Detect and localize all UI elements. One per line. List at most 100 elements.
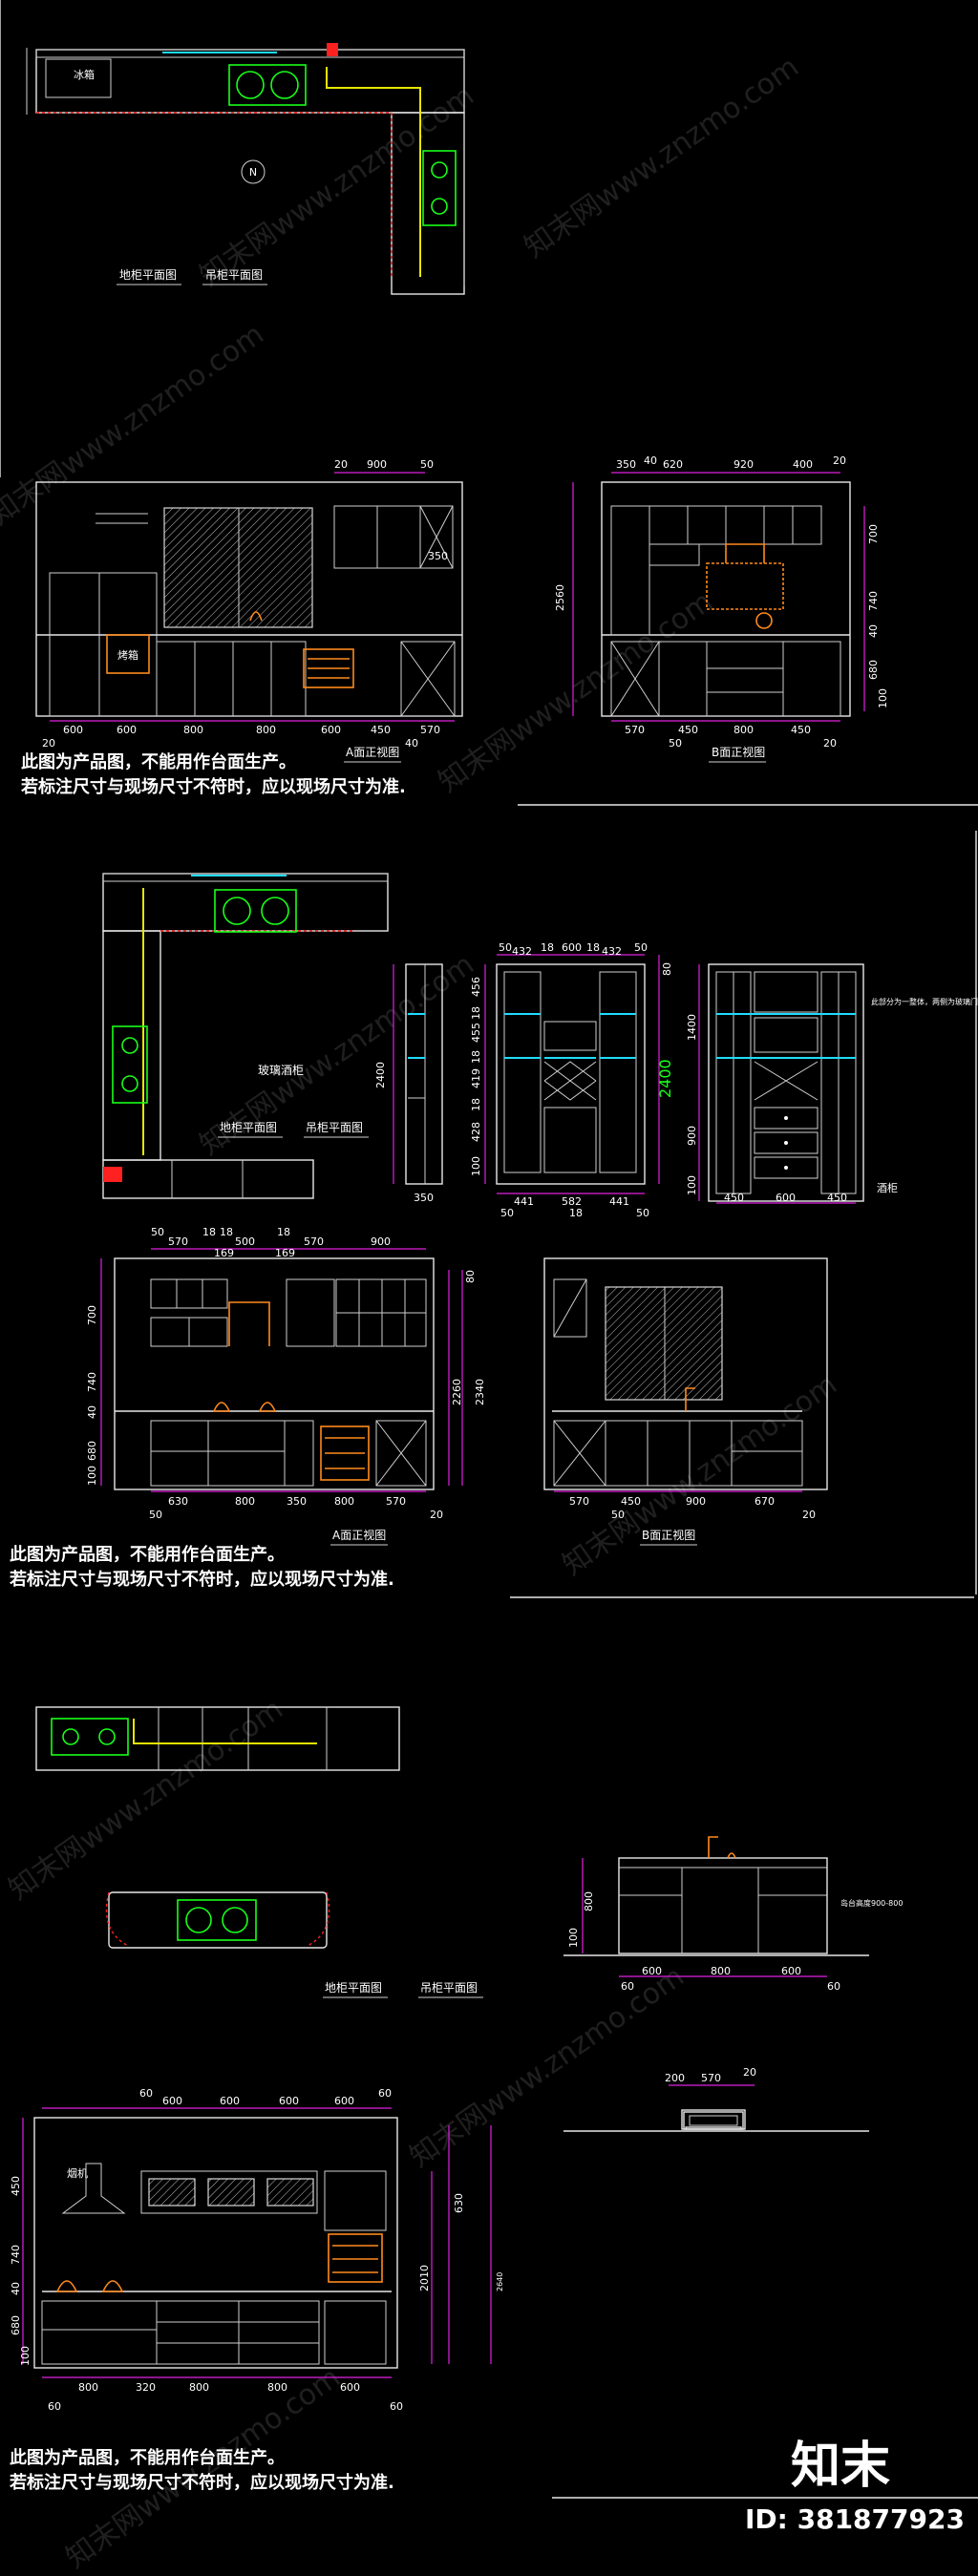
dim: 600 [162,2095,182,2107]
dim: 740 [867,591,880,611]
dim: 680 [867,660,880,680]
wine-cabinet-side: 2400 350 [374,963,443,1204]
cooktop [422,150,457,226]
dim: 20 [430,1509,443,1521]
dim: 2260 [451,1379,463,1405]
dim: 600 [642,1965,662,1977]
dim: 200 [665,2072,685,2084]
dim: 600 [776,1192,796,1204]
dim: 60 [827,1980,840,1993]
dim: 456 [470,977,482,997]
floor-plan-label: 地柜平面图 [220,1121,277,1134]
dim: 50 [151,1226,164,1238]
dim: 570 [304,1235,324,1248]
dim: 432 [512,945,532,958]
dim: 40 [644,454,657,467]
range-hood-label: 烟机 [67,2166,88,2180]
floor-plan-label: 地柜平面图 [325,1981,382,1995]
dim: 18 [541,941,554,954]
island-note: 岛台高度900-800 [840,1898,903,1908]
dim: 570 [386,1495,406,1508]
b-elevation-1: 2560 700 740 40 680 100 350 40 620 920 4… [554,454,889,763]
dim: 570 [569,1495,589,1508]
dim: 900 [686,1126,698,1146]
note-line-1: 此图为产品图，不能用作台面生产。 [10,2448,285,2468]
dim: 40 [405,737,418,750]
dim: 350 [287,1495,307,1508]
dim: 100 [567,1928,580,1948]
dim: 800 [711,1965,731,1977]
dim: 350 [414,1192,434,1204]
dim: 582 [562,1195,582,1208]
dim: 60 [378,2087,392,2100]
dim: 450 [791,724,811,736]
note-block-3: 此图为产品图，不能用作台面生产。 若标注尺寸与现场尺寸不符时，应以现场尺寸为准. [10,2446,394,2496]
wall-plan-label: 吊柜平面图 [205,268,263,282]
dim: 40 [867,624,880,638]
note-line-1: 此图为产品图，不能用作台面生产。 [10,1545,285,1565]
b-elevation-label: B面正视图 [642,1528,695,1542]
dim: 600 [334,2095,354,2107]
sink [228,64,307,106]
dim: 18 [569,1207,583,1219]
sink [177,1899,257,1941]
plan-view-1: 冰箱 N 地柜平面图 吊柜平面图 [26,43,465,295]
wall-plan-label: 吊柜平面图 [306,1121,363,1134]
dim: 20 [833,454,846,467]
glass-cabinet-front: 1400 900 100 450 600 450 此部分为一整体，两侧为玻璃门酒… [686,963,978,1204]
dim: 50 [634,941,648,954]
dim: 500 [235,1235,255,1248]
dim: 600 [220,2095,240,2107]
dim: 600 [562,941,582,954]
dim: 800 [267,2381,287,2394]
sink [214,889,297,933]
dim: 18 [586,941,600,954]
dim: 18 [470,1050,482,1064]
dim: 441 [514,1195,534,1208]
note-line-2: 若标注尺寸与现场尺寸不符时，应以现场尺寸为准. [10,1570,394,1590]
dim: 600 [321,724,341,736]
dim: 20 [743,2066,756,2079]
dim: 570 [701,2072,721,2084]
dim: 18 [220,1226,233,1238]
dim: 1400 [686,1014,698,1041]
a-elevation-2: 50 570 18 18 169 500 169 18 570 900 700 … [86,1226,486,1546]
plan-view-3: 地柜平面图 吊柜平面图 [35,1706,483,1998]
dim: 432 [602,945,622,958]
dim: 2400 [656,1059,674,1098]
dim: 2340 [474,1379,486,1405]
dim: 670 [755,1495,775,1508]
dim: 20 [42,737,55,750]
dim: 900 [367,458,387,471]
a-elevation-label: A面正视图 [346,745,399,759]
dim: 600 [340,2381,360,2394]
note-line-1: 此图为产品图，不能用作台面生产。 [21,752,296,772]
dim: 450 [371,724,391,736]
dim: 700 [867,524,880,544]
dim: 570 [420,724,440,736]
dim: 570 [168,1235,188,1248]
dim: 620 [663,458,683,471]
dim: 100 [686,1175,698,1195]
dim: 2640 [496,2272,504,2291]
dim: 680 [10,2315,22,2335]
note-block-2: 此图为产品图，不能用作台面生产。 若标注尺寸与现场尺寸不符时，应以现场尺寸为准. [10,1543,394,1593]
section-3: 地柜平面图 吊柜平面图 岛台高度900-800 800 100 600 800 … [10,1706,978,2499]
dim: 800 [235,1495,255,1508]
wine-cabinet-label: 酒柜 [877,1182,898,1194]
dim: 900 [371,1235,391,1248]
dim: 18 [470,1098,482,1111]
dim: 428 [470,1122,482,1142]
dim: 600 [781,1965,801,1977]
dim: 800 [334,1495,354,1508]
dim: 455 [470,1023,482,1043]
dim: 350 [616,458,636,471]
dim: 20 [334,458,348,471]
island-side: 200 570 20 [563,2066,869,2132]
range-elevation: 烟机 60 600 600 600 600 60 [10,2087,504,2413]
glass-cabinet-label: 玻璃酒柜 [258,1064,304,1077]
dim: 450 [678,724,698,736]
wine-cabinet-front: 50 432 18 600 18 432 50 456 18 455 18 41… [470,941,674,1219]
dim: 50 [499,941,512,954]
